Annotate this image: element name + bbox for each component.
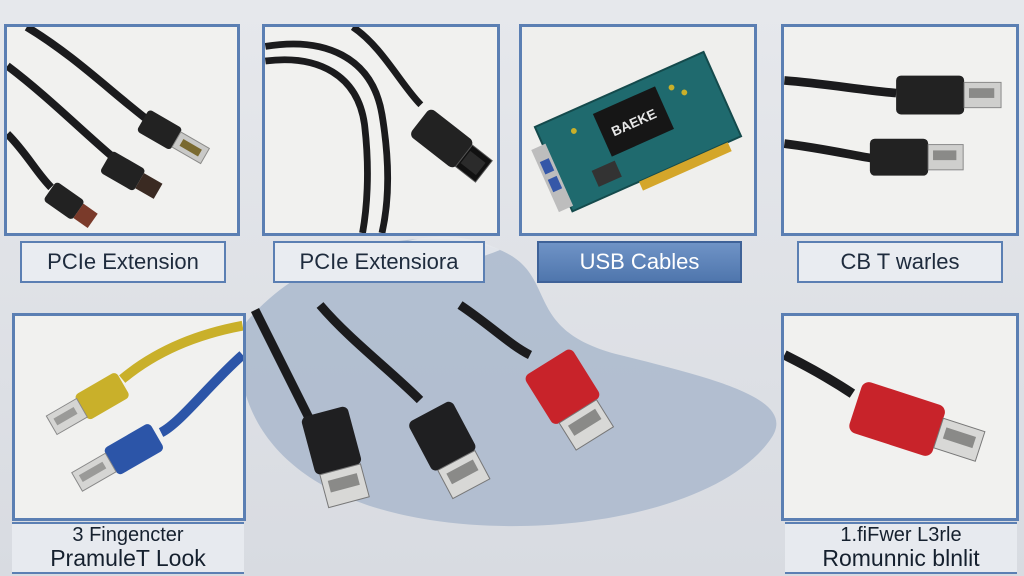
caption-line-1: 1.fiFwer L3rle bbox=[840, 524, 962, 547]
caption-text: USB Cables bbox=[579, 248, 700, 274]
pcie-usb-card-photo: BAEKE bbox=[522, 27, 754, 233]
product-tile-usb-cables[interactable]: BAEKE bbox=[519, 24, 757, 236]
caption-banner-pcie-extensiora: PCIe Extensiora bbox=[273, 241, 485, 283]
caption-banner-fingencter: 3 Fingencter PramuleT Look bbox=[12, 522, 244, 574]
caption-line-2: Romunnic blnlit bbox=[822, 545, 980, 572]
product-tile-pcie-extension[interactable] bbox=[4, 24, 240, 236]
three-usb-cables-photo bbox=[250, 301, 615, 509]
caption-line-1: 3 Fingencter bbox=[72, 524, 184, 547]
red-usb-cable-photo bbox=[784, 316, 1016, 518]
product-tile-fingencter[interactable] bbox=[12, 313, 246, 521]
coiled-usb-cable-photo bbox=[265, 27, 497, 233]
product-tile-cb-t-warles[interactable] bbox=[781, 24, 1019, 236]
caption-banner-pcie-extension: PCIe Extension bbox=[20, 241, 226, 283]
product-tile-pcie-extensiora[interactable] bbox=[262, 24, 500, 236]
usb-cable-pair-photo bbox=[784, 27, 1016, 233]
caption-banner-usb-cables: USB Cables bbox=[537, 241, 742, 283]
caption-text: PCIe Extensiora bbox=[299, 248, 459, 274]
product-tile-red-usb[interactable] bbox=[781, 313, 1019, 521]
caption-text: CB T warles bbox=[840, 248, 960, 274]
caption-text: PCIe Extension bbox=[47, 248, 199, 274]
caption-line-2: PramuleT Look bbox=[50, 545, 206, 572]
caption-banner-red-usb: 1.fiFwer L3rle Romunnic blnlit bbox=[785, 522, 1017, 574]
usb-cable-pair-photo bbox=[7, 27, 237, 233]
caption-banner-cb-t-warles: CB T warles bbox=[797, 241, 1003, 283]
yellow-blue-usb-cables-photo bbox=[15, 316, 243, 518]
